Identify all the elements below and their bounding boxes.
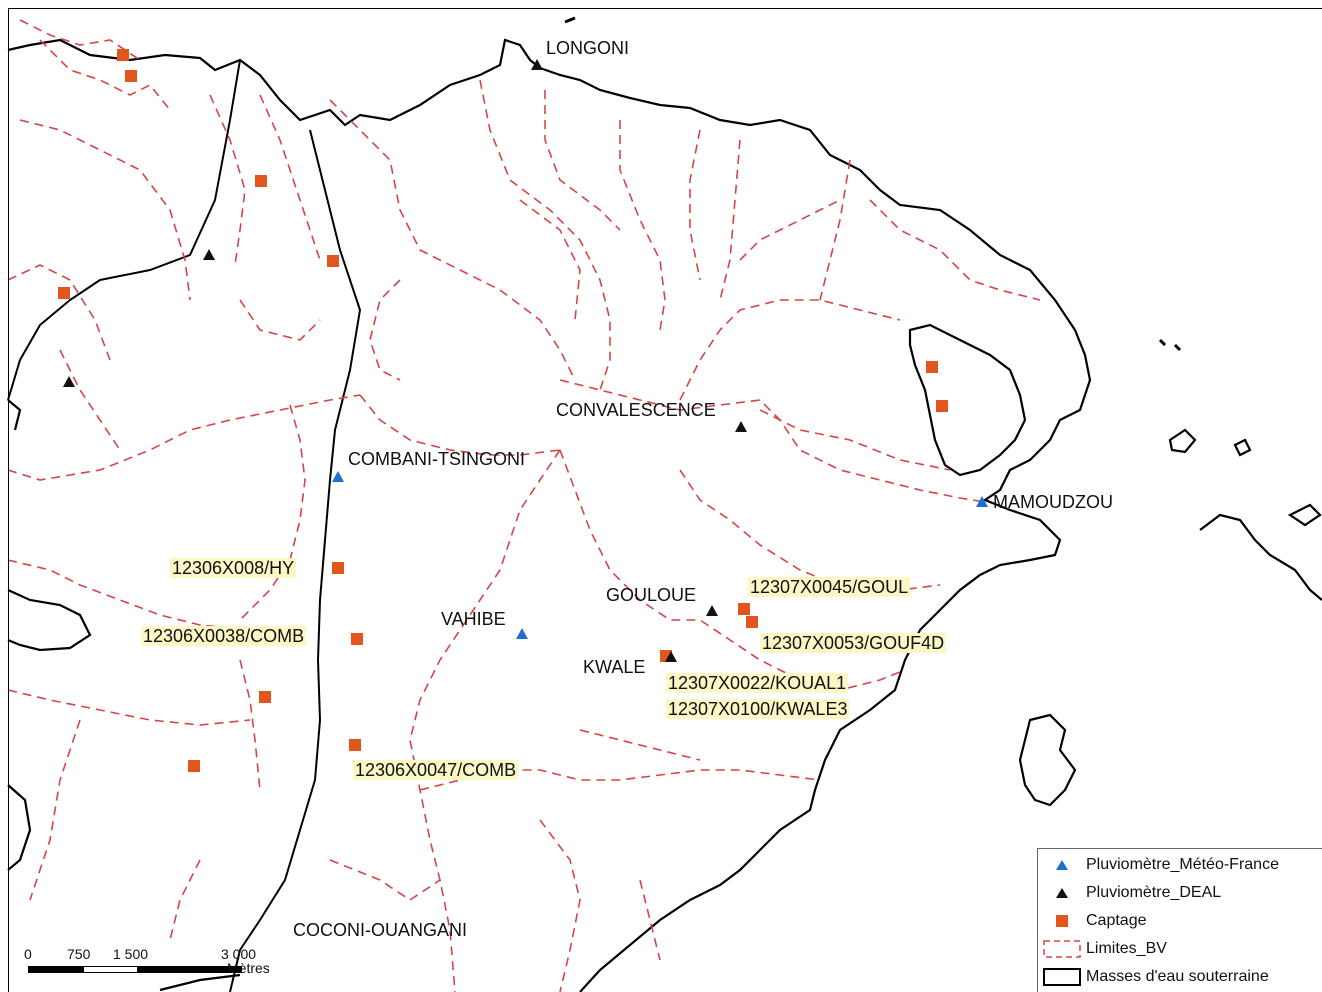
captage-marker <box>117 49 129 61</box>
blue-triangle-icon <box>1056 860 1068 870</box>
legend-label-limites: Limites_BV <box>1086 940 1167 957</box>
captage-label-hy: 12306X008/HY <box>170 558 297 578</box>
meteo-raingauge-marker <box>976 496 988 507</box>
coastline <box>7 16 1322 992</box>
black-triangle-icon <box>1056 888 1068 898</box>
legend-item-captage: Captage <box>1038 910 1147 932</box>
captage-marker <box>351 633 363 645</box>
map-markers <box>58 49 988 772</box>
orange-square-icon <box>1056 915 1068 927</box>
legend-item-meteo: Pluviomètre_Météo-France <box>1038 854 1279 876</box>
groundwater-boundaries <box>7 59 362 992</box>
deal-raingauge-marker <box>531 59 543 70</box>
meteo-raingauge-marker <box>332 471 344 482</box>
captage-marker <box>327 255 339 267</box>
map-legend: Pluviomètre_Météo-France Pluviomètre_DEA… <box>1037 848 1322 992</box>
deal-raingauge-marker <box>706 605 718 616</box>
scale-tick-0: 0 <box>24 946 32 962</box>
deal-raingauge-marker <box>665 651 677 662</box>
place-label-combani: COMBANI-TSINGONI <box>348 449 526 469</box>
captage-marker <box>58 287 70 299</box>
place-label-convalescence: CONVALESCENCE <box>556 400 716 420</box>
captage-marker <box>926 361 938 373</box>
scale-tick-750: 750 <box>67 946 91 962</box>
legend-item-deal: Pluviomètre_DEAL <box>1038 882 1221 904</box>
deal-raingauge-marker <box>735 421 747 432</box>
scale-segment-3 <box>138 966 242 973</box>
captage-marker <box>255 175 267 187</box>
captage-marker <box>259 691 271 703</box>
captage-marker <box>188 760 200 772</box>
scale-unit: Mètres <box>227 960 270 976</box>
legend-label-meteo: Pluviomètre_Météo-France <box>1086 856 1279 873</box>
scale-tick-1500: 1 500 <box>113 946 149 962</box>
solid-boundary-icon <box>1043 968 1081 986</box>
captage-label-koual22: 12307X0022/KOUAL1 <box>666 673 849 693</box>
captage-label-comb38: 12306X0038/COMB <box>141 626 307 646</box>
place-label-coconi: COCONI-OUANGANI <box>293 920 468 940</box>
legend-item-limites: Limites_BV <box>1038 938 1167 960</box>
place-label-vahibe: VAHIBE <box>441 609 506 629</box>
meteo-raingauge-marker <box>516 628 528 639</box>
captage-marker <box>936 400 948 412</box>
legend-label-captage: Captage <box>1086 912 1147 929</box>
scale-segment-1 <box>28 966 83 973</box>
place-label-gouloue: GOULOUE <box>606 585 697 605</box>
scale-tick-3000: 3 000 <box>221 946 257 962</box>
captage-label-goul45: 12307X0045/GOUL <box>748 577 911 597</box>
captage-label-gouf53: 12307X0053/GOUF4D <box>760 633 947 653</box>
captage-marker <box>738 603 750 615</box>
deal-raingauge-marker <box>203 249 215 260</box>
legend-label-masses: Masses d'eau souterraine <box>1086 968 1269 985</box>
captage-marker <box>349 739 361 751</box>
captage-label-comb47: 12306X0047/COMB <box>353 760 519 780</box>
place-label-kwale: KWALE <box>583 657 646 677</box>
captage-label-kwale100: 12307X0100/KWALE3 <box>666 699 850 719</box>
scale-bar: 0 750 1 500 3 000 Mètres <box>20 946 320 986</box>
deal-raingauge-marker <box>63 376 75 387</box>
captage-marker <box>332 562 344 574</box>
legend-item-masses: Masses d'eau souterraine <box>1038 966 1269 988</box>
dashed-boundary-icon <box>1043 940 1081 958</box>
legend-label-deal: Pluviomètre_DEAL <box>1086 884 1222 901</box>
captage-marker <box>746 616 758 628</box>
scale-segment-2 <box>83 966 138 973</box>
watershed-limits <box>7 19 1041 992</box>
captage-marker <box>125 70 137 82</box>
place-label-longoni: LONGONI <box>546 38 630 58</box>
place-label-mamoudzou: MAMOUDZOU <box>993 492 1113 512</box>
